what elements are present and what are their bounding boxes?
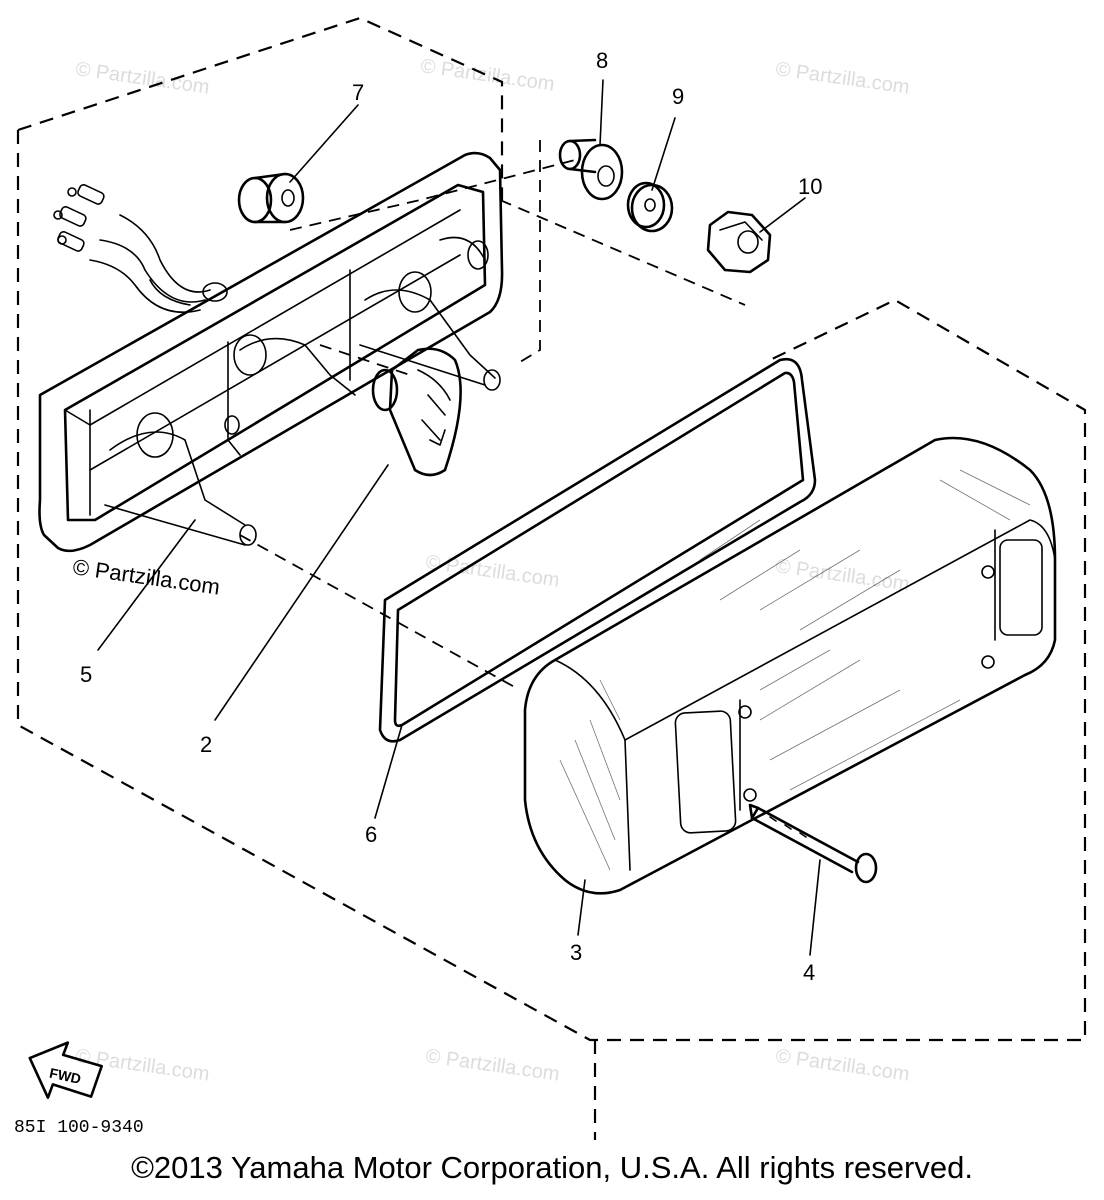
callout-2: 2	[200, 732, 212, 757]
watermark: © Partzilla.com	[424, 551, 561, 592]
callouts: 2 3 4 5 6 7 8 9 10	[80, 48, 822, 985]
watermark: © Partzilla.com	[774, 1045, 911, 1086]
callout-10: 10	[798, 174, 822, 199]
callout-9: 9	[672, 84, 684, 109]
grommet	[237, 172, 305, 224]
watermark: © Partzilla.com	[774, 58, 911, 99]
gasket	[378, 357, 817, 743]
bulb	[371, 347, 462, 477]
nut	[706, 210, 772, 274]
callout-3: 3	[570, 940, 582, 965]
callout-4: 4	[803, 960, 815, 985]
lamp-housing	[38, 151, 504, 553]
watermark: © Partzilla.com	[424, 1045, 561, 1086]
fwd-arrow-icon: FWD	[28, 1041, 103, 1099]
callout-7: 7	[352, 80, 364, 105]
callout-6: 6	[365, 822, 377, 847]
callout-5: 5	[80, 662, 92, 687]
fwd-label: FWD	[48, 1065, 83, 1087]
watermark: © Partzilla.com	[74, 58, 211, 99]
copyright-notice: ©2013 Yamaha Motor Corporation, U.S.A. A…	[131, 1150, 973, 1185]
leader-lines	[97, 79, 821, 956]
watermarks: © Partzilla.com © Partzilla.com © Partzi…	[74, 55, 911, 1086]
watermark-dark: © Partzilla.com	[71, 554, 221, 599]
collar	[558, 138, 624, 201]
washer	[626, 181, 674, 233]
diagram-svg: © Partzilla.com © Partzilla.com © Partzi…	[14, 16, 1087, 1140]
assembly-boundary	[16, 16, 1087, 1140]
lens	[523, 436, 1057, 895]
callout-8: 8	[596, 48, 608, 73]
watermark: © Partzilla.com	[419, 55, 556, 96]
diagram-code: 85I 100-9340	[14, 1118, 144, 1138]
screw	[748, 803, 878, 884]
